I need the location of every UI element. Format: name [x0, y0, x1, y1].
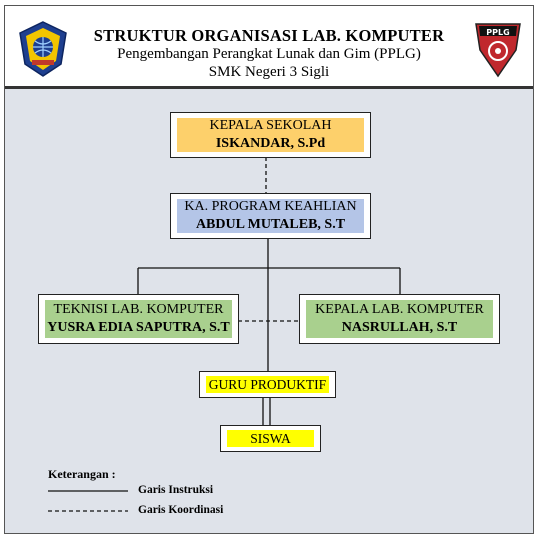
siswa-fill: SISWA: [227, 430, 314, 447]
guru-fill: GURU PRODUKTIF: [206, 376, 329, 393]
kepsek-role: KEPALA SEKOLAH: [209, 118, 332, 133]
kalab-box: KEPALA LAB. KOMPUTER NASRULLAH, S.T: [299, 294, 500, 344]
header: STRUKTUR ORGANISASI LAB. KOMPUTER Pengem…: [5, 6, 533, 86]
teknisi-role: TEKNISI LAB. KOMPUTER: [53, 302, 224, 317]
kepsek-name: ISKANDAR, S.Pd: [215, 136, 326, 151]
header-divider: [5, 86, 533, 89]
teknisi-box: TEKNISI LAB. KOMPUTER YUSRA EDIA SAPUTRA…: [38, 294, 239, 344]
kalab-role: KEPALA LAB. KOMPUTER: [315, 302, 484, 317]
kaprog-fill: KA. PROGRAM KEAHLIAN ABDUL MUTALEB, S.T: [177, 199, 364, 233]
kaprog-name: ABDUL MUTALEB, S.T: [195, 217, 346, 232]
chart-title: STRUKTUR ORGANISASI LAB. KOMPUTER: [93, 26, 445, 45]
kepsek-box: KEPALA SEKOLAH ISKANDAR, S.Pd: [170, 112, 371, 158]
guru-role: GURU PRODUKTIF: [208, 376, 327, 392]
kalab-fill: KEPALA LAB. KOMPUTER NASRULLAH, S.T: [306, 300, 493, 338]
legend-title: Keterangan :: [48, 467, 116, 481]
school-name: SMK Negeri 3 Sigli: [208, 64, 330, 80]
chart-subtitle: Pengembangan Perangkat Lunak dan Gim (PP…: [117, 46, 421, 62]
kalab-name: NASRULLAH, S.T: [341, 320, 458, 335]
teknisi-name: YUSRA EDIA SAPUTRA, S.T: [47, 320, 230, 335]
school-emblem-logo: [19, 21, 67, 77]
pplg-shield-logo: PPLG: [475, 23, 521, 78]
teknisi-fill: TEKNISI LAB. KOMPUTER YUSRA EDIA SAPUTRA…: [45, 300, 232, 338]
legend-koordinasi-label: Garis Koordinasi: [138, 504, 224, 516]
siswa-box: SISWA: [220, 425, 321, 452]
kaprog-role: KA. PROGRAM KEAHLIAN: [184, 199, 357, 214]
legend-instruksi-label: Garis Instruksi: [138, 484, 214, 496]
siswa-role: SISWA: [250, 430, 291, 446]
kepsek-fill: KEPALA SEKOLAH ISKANDAR, S.Pd: [177, 118, 364, 152]
pplg-logo-text: PPLG: [486, 28, 509, 37]
kaprog-box: KA. PROGRAM KEAHLIAN ABDUL MUTALEB, S.T: [170, 193, 371, 239]
guru-box: GURU PRODUKTIF: [199, 371, 336, 398]
